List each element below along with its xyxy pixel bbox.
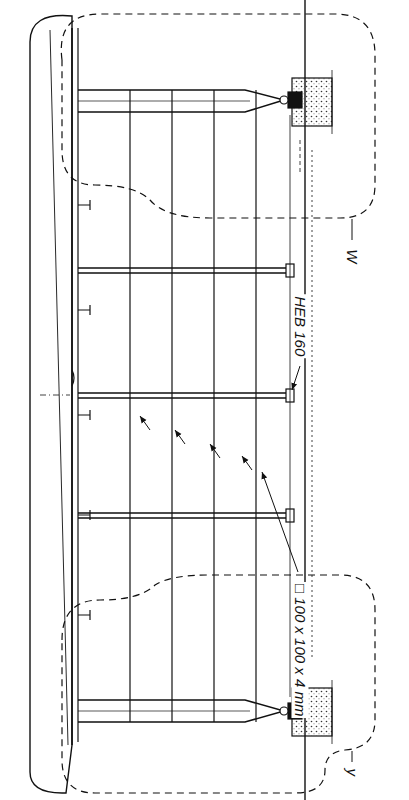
profile-label: HEB 160	[292, 294, 309, 358]
profile-label: □ 100 x 100 x 4 mm	[292, 582, 309, 718]
detail-callout: W	[344, 247, 361, 265]
detail-callout: y	[344, 766, 361, 778]
